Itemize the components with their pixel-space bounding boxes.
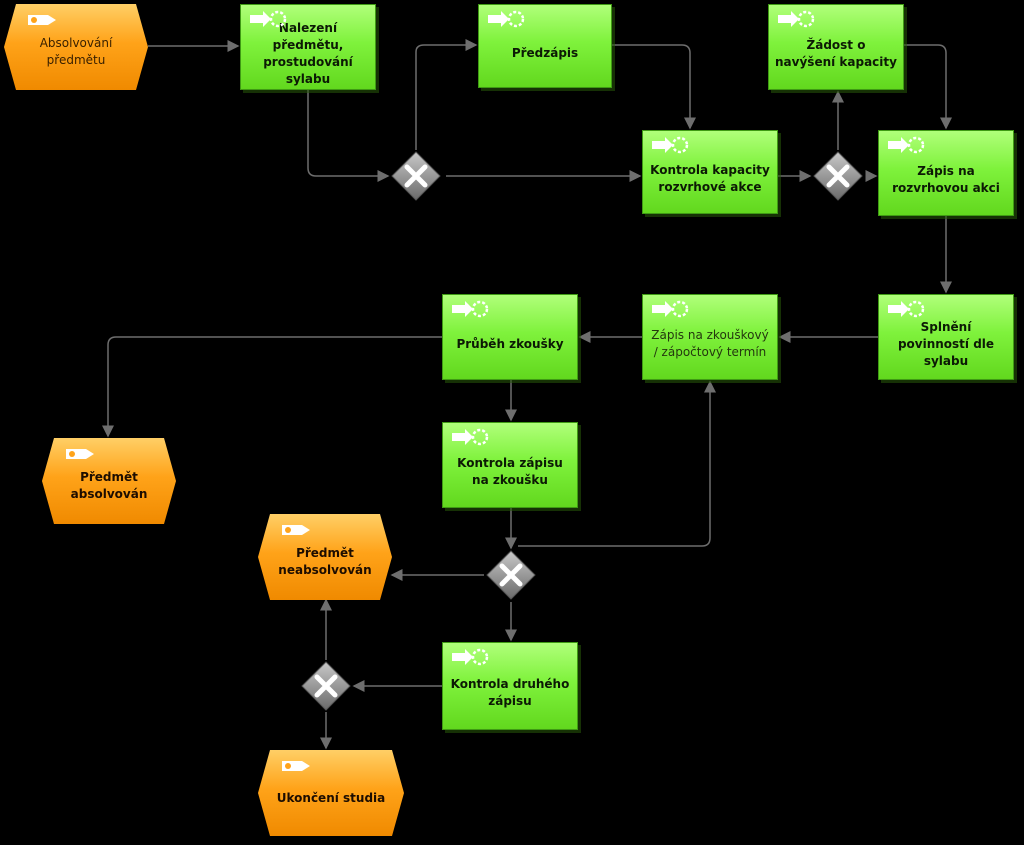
function-icon <box>452 648 489 666</box>
function-label: Zápis na rozvrhovou akci <box>892 164 1000 195</box>
function-kontrola-kapacity: Kontrola kapacity rozvrhové akce <box>642 130 778 214</box>
connector-gw3-zapis-zkouska <box>518 380 716 547</box>
function-prubeh-zkousky: Průběh zkoušky <box>442 294 578 380</box>
connector-nalezeni-gw1 <box>307 90 390 182</box>
function-nalezeni-predmetu: Nalezení předmětu, prostudování sylabu <box>240 4 376 90</box>
event-arrow-icon <box>64 446 100 462</box>
xor-icon <box>314 674 338 698</box>
function-icon <box>452 300 489 318</box>
xor-gateway-2 <box>813 151 863 201</box>
function-label: Předzápis <box>511 45 579 60</box>
function-zapis-na-rozvrhovou-akci: Zápis na rozvrhovou akci <box>878 130 1014 216</box>
function-icon <box>652 136 689 154</box>
event-label: Ukončení studia <box>276 790 386 805</box>
connector-gw1-predzapis <box>415 39 478 150</box>
event-label: Předmět neabsolvován <box>278 546 372 577</box>
function-zapis-na-zkouskovy-termin: Zápis na zkouškový / zápočtový termín <box>642 294 778 380</box>
event-predmet-neabsolvovan: Předmět neabsolvován <box>258 514 392 600</box>
function-label: Splnění povinností dle sylabu <box>897 319 995 368</box>
function-icon <box>488 10 525 28</box>
xor-icon <box>404 164 428 188</box>
event-label: Absolvování předmětu <box>39 36 113 67</box>
event-arrow-icon <box>280 758 316 774</box>
function-icon <box>778 10 815 28</box>
xor-gateway-3 <box>486 550 536 600</box>
function-zadost-o-navyseni: Žádost o navýšení kapacity <box>768 4 904 90</box>
xor-gateway-4 <box>301 661 351 711</box>
connector-predzapis-kontrola-kapacity <box>612 44 696 130</box>
function-label: Kontrola kapacity rozvrhové akce <box>650 163 770 194</box>
event-predmet-absolvovan: Předmět absolvován <box>42 438 176 524</box>
connector-zadost-zapis-rozvrh <box>904 44 952 130</box>
function-icon <box>250 10 287 28</box>
xor-icon <box>826 164 850 188</box>
function-label: Průběh zkoušky <box>456 336 564 351</box>
function-icon <box>888 300 925 318</box>
event-ukonceni-studia: Ukončení studia <box>258 750 404 836</box>
event-arrow-icon <box>280 522 316 538</box>
function-kontrola-druheho-zapisu: Kontrola druhého zápisu <box>442 642 578 730</box>
function-icon <box>452 428 489 446</box>
function-splneni-povinnosti: Splnění povinností dle sylabu <box>878 294 1014 380</box>
event-label: Předmět absolvován <box>70 470 148 501</box>
function-predzapis: Předzápis <box>478 4 612 88</box>
connector-prubeh-absolvovan <box>102 336 442 438</box>
function-label: Zápis na zkouškový / zápočtový termín <box>651 328 769 359</box>
function-icon <box>652 300 689 318</box>
function-icon <box>888 136 925 154</box>
function-kontrola-zapisu-na-zkousku: Kontrola zápisu na zkoušku <box>442 422 578 508</box>
event-arrow-icon <box>26 12 62 28</box>
function-label: Nalezení předmětu, prostudování sylabu <box>263 21 353 86</box>
function-label: Kontrola druhého zápisu <box>450 677 570 708</box>
xor-gateway-1 <box>391 151 441 201</box>
xor-icon <box>499 563 523 587</box>
event-absolvovani-predmetu: Absolvování předmětu <box>4 4 148 90</box>
function-label: Kontrola zápisu na zkoušku <box>457 456 563 487</box>
function-label: Žádost o navýšení kapacity <box>775 38 897 69</box>
